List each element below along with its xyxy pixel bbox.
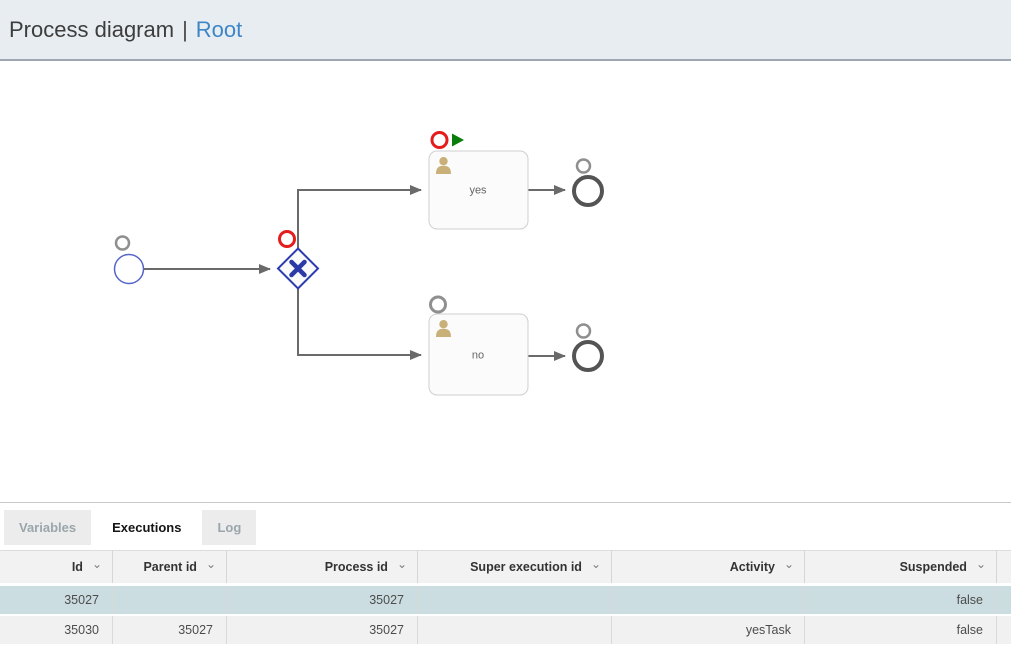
column-header-label: Suspended xyxy=(899,560,967,574)
column-header-activity[interactable]: Activity ⌄ xyxy=(612,551,805,583)
task-yes-node xyxy=(428,150,529,230)
column-header-suspended[interactable]: Suspended ⌄ xyxy=(805,551,997,583)
cell-activity xyxy=(612,586,805,614)
cell-process-id: 35027 xyxy=(227,586,418,614)
sort-chevron-icon: ⌄ xyxy=(396,557,407,571)
task-no-label: no xyxy=(472,350,484,362)
user-task-icon xyxy=(436,320,451,337)
column-header-process-id[interactable]: Process id ⌄ xyxy=(227,551,418,583)
sort-chevron-icon: ⌄ xyxy=(590,557,601,571)
executions-table: Id ⌄ Parent id ⌄ Process id ⌄ Super exec… xyxy=(0,550,1011,644)
cell-process-id: 35027 xyxy=(227,616,418,644)
cell-super-execution-id xyxy=(418,616,612,644)
tab-variables[interactable]: Variables xyxy=(4,510,92,545)
gateway-x-icon xyxy=(289,259,307,278)
column-header-label: Id xyxy=(71,560,83,574)
column-header-parent-id[interactable]: Parent id ⌄ xyxy=(113,551,227,583)
tab-executions[interactable]: Executions xyxy=(97,510,197,545)
table-row[interactable]: 35027 35027 false xyxy=(0,586,1011,614)
column-header-label: Parent id xyxy=(143,560,197,574)
continue-play-icon[interactable] xyxy=(452,133,464,147)
cell-suspended: false xyxy=(805,586,997,614)
breakpoint-toggle-icon[interactable] xyxy=(114,235,131,251)
cell-activity: yesTask xyxy=(612,616,805,644)
process-diagram-canvas: yes no xyxy=(0,61,1011,503)
page-title: Process diagram | Root xyxy=(9,17,242,43)
title-separator: | xyxy=(182,16,188,42)
end-event-node xyxy=(572,340,604,372)
table-row[interactable]: 35030 35027 35027 yesTask false xyxy=(0,616,1011,644)
breakpoint-toggle-icon[interactable] xyxy=(575,323,592,339)
breakpoint-toggle-icon[interactable] xyxy=(429,295,447,314)
process-diagram-svg: yes no xyxy=(113,131,604,396)
column-header-filler xyxy=(997,551,1011,583)
end-event-node xyxy=(572,175,604,207)
cell-filler xyxy=(997,586,1011,614)
task-no-node xyxy=(428,313,529,396)
page-title-text: Process diagram xyxy=(9,16,175,42)
table-header-row: Id ⌄ Parent id ⌄ Process id ⌄ Super exec… xyxy=(0,551,1011,583)
active-breakpoint-icon[interactable] xyxy=(430,131,449,149)
cell-super-execution-id xyxy=(418,586,612,614)
user-task-icon xyxy=(436,157,451,174)
sort-chevron-icon: ⌄ xyxy=(783,557,794,571)
cell-id: 35030 xyxy=(0,616,113,644)
column-header-super-execution-id[interactable]: Super execution id ⌄ xyxy=(418,551,612,583)
cell-suspended: false xyxy=(805,616,997,644)
task-yes-label: yes xyxy=(469,185,487,197)
breakpoint-toggle-icon[interactable] xyxy=(575,158,592,174)
tab-bar: Variables Executions Log xyxy=(4,510,1011,545)
app-root: Process diagram | Root xyxy=(0,0,1011,644)
sort-chevron-icon: ⌄ xyxy=(975,557,986,571)
start-event-node xyxy=(113,253,145,285)
sort-chevron-icon: ⌄ xyxy=(205,557,216,571)
cell-parent-id: 35027 xyxy=(113,616,227,644)
column-header-label: Activity xyxy=(729,560,775,574)
tab-log[interactable]: Log xyxy=(202,510,257,545)
flow-gateway-to-no xyxy=(297,288,422,360)
root-breadcrumb-link[interactable]: Root xyxy=(195,16,243,42)
sort-chevron-icon: ⌄ xyxy=(91,557,102,571)
column-header-label: Process id xyxy=(324,560,388,574)
column-header-label: Super execution id xyxy=(470,560,582,574)
page-header: Process diagram | Root xyxy=(0,0,1011,61)
flow-gateway-to-yes xyxy=(297,185,422,249)
column-header-id[interactable]: Id ⌄ xyxy=(0,551,113,583)
active-breakpoint-icon[interactable] xyxy=(278,230,296,248)
cell-id: 35027 xyxy=(0,586,113,614)
cell-parent-id xyxy=(113,586,227,614)
cell-filler xyxy=(997,616,1011,644)
